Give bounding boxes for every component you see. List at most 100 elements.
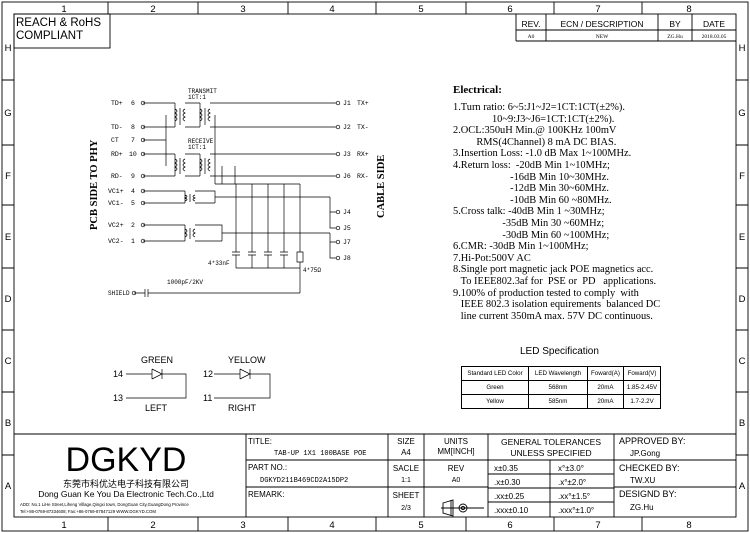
company-logo: DGKYD (66, 441, 187, 479)
spec-line: 7.Hi-Pot:500V AC (453, 252, 531, 264)
row-label: B (739, 418, 745, 429)
pcb-side-label: PCB SIDE TO PHY (89, 139, 100, 230)
spec-line: To IEEE802.3af for PSE or PD application… (453, 275, 657, 287)
led-green-pin-a: 14 (113, 369, 123, 379)
row-label: C (739, 356, 746, 367)
jack-pin: J5 (343, 225, 351, 232)
sheet-label: SHEET (393, 491, 420, 500)
receive-label: RECEIVE (188, 138, 214, 145)
jack-pin: J8 (343, 255, 351, 262)
part-label: PART NO.: (248, 463, 287, 472)
spec-line: 10~9:J3~J6=1CT:1CT(±2%). (453, 113, 615, 125)
table-row: Yellow 585nm 20mA 1.7-2.2V (461, 394, 662, 409)
tol-0-ang: x°±3.0° (558, 464, 584, 473)
spec-line: RMS(4Channel) 8 mA DC BIAS. (453, 136, 617, 148)
col-label: 8 (686, 4, 691, 15)
jack-pin: J2 (343, 124, 351, 131)
jack-pin: J6 (343, 173, 351, 180)
company-contact: Tel:+86-0769-87334608; Fax:+86-0769-8784… (20, 509, 156, 514)
by-value: ZG.Hu (667, 34, 683, 40)
spec-line: 5.Cross talk: -40dB Min 1 ~30MHz; (453, 206, 605, 218)
led-spec-title: LED Specification (520, 346, 599, 357)
jack-pin: J3 (343, 151, 351, 158)
row-label: A (739, 481, 746, 492)
by-header: BY (669, 19, 681, 29)
spec-line: -35dB Min 30 ~60MHz; (453, 217, 605, 229)
pin-name: RD+ (111, 151, 123, 158)
col-label: 2 (150, 4, 155, 15)
row-label: H (5, 43, 12, 54)
approved-value: JP.Gong (630, 449, 660, 458)
led-yellow-label: YELLOW (228, 355, 266, 365)
row-label: C (5, 356, 12, 367)
electrical-title: Electrical: (453, 84, 502, 96)
led-yellow-pin-b: 11 (203, 393, 212, 403)
spec-line: 1.Turn ratio: 6~5:J1~J2=1CT:1CT(±2%). (453, 102, 625, 113)
rev-label: REV (448, 464, 465, 473)
pin-name: RD- (111, 173, 123, 180)
spec-line: IEEE 802.3 isolation equirements balance… (453, 299, 661, 311)
tol-3-lin: .xxx±0.10 (494, 506, 529, 515)
receive-ratio: 1CT:1 (188, 144, 206, 151)
pin-num: 6 (131, 100, 135, 107)
electrical-spec: Electrical: 1.Turn ratio: 6~5:J1~J2=1CT:… (453, 84, 743, 322)
jack-sig: TX- (357, 124, 369, 131)
pin-num: 7 (131, 137, 135, 144)
approved-label: APPROVED BY: (619, 436, 686, 446)
pin-name: VC2+ (108, 222, 124, 229)
table-header: Foward(V) (622, 366, 662, 381)
spec-line: 6.CMR: -30dB Min 1~100MHz; (453, 241, 589, 253)
spec-line: line current 350mA max. 57V DC continuou… (453, 310, 653, 322)
size-label: SIZE (397, 437, 415, 446)
pin-num: 8 (131, 124, 135, 131)
table-header: Standard LED Color (461, 366, 529, 381)
led-spec-table: Standard LED Color LED Wavelength Foward… (461, 366, 662, 409)
table-cell: Green (461, 380, 529, 395)
table-cell: Yellow (461, 394, 529, 409)
col-label: 6 (507, 4, 512, 15)
company-name-cn: 东莞市科优达电子科技有限公司 (63, 478, 189, 489)
col-label: 5 (418, 4, 423, 15)
spec-line: -10dB Min 60 ~80MHz. (453, 194, 612, 206)
jack-sig: RX- (357, 173, 369, 180)
spec-line: 3.Insertion Loss: -1.0 dB Max 1~100MHz. (453, 148, 632, 160)
led-green-label: GREEN (141, 355, 173, 365)
sheet-value: 2/3 (401, 505, 411, 512)
row-label: G (738, 108, 745, 119)
row-label: F (5, 171, 11, 182)
row-label: H (739, 43, 746, 54)
res-right-label: 4*75Ω (303, 267, 321, 274)
pin-num: 4 (131, 188, 135, 195)
tol-2-lin: .xx±0.25 (494, 492, 525, 501)
date-header: DATE (703, 19, 725, 29)
cable-side-label: CABLE SIDE (376, 155, 387, 218)
title-label: TITLE: (248, 437, 272, 446)
table-header: Foward(A) (587, 366, 624, 381)
col-label: 5 (418, 520, 423, 531)
row-label: A (5, 481, 12, 492)
table-cell: 568nm (528, 380, 588, 395)
size-value: A4 (401, 448, 411, 457)
scale-value: 1:1 (401, 477, 411, 484)
row-label: G (4, 108, 11, 119)
scale-label: SACLE (393, 464, 419, 473)
company-name-en: Dong Guan Ke You Da Electronic Tech.Co.,… (38, 489, 214, 499)
table-cell: 20mA (587, 394, 624, 409)
transmit-ratio: 1CT:1 (188, 94, 206, 101)
col-label: 7 (595, 520, 600, 531)
spec-line: -16dB Min 10~30MHz. (453, 171, 609, 183)
pin-num: 1 (131, 238, 135, 245)
spec-line: 2.OCL:350uH Min.@ 100KHz 100mV (453, 125, 617, 137)
design-value: ZG.Hu (630, 503, 654, 512)
row-label: E (739, 232, 745, 243)
checked-label: CHECKED BY: (619, 463, 680, 473)
ecn-value: NEW (596, 34, 609, 40)
table-cell: 1.7-2.2V (622, 394, 662, 409)
jack-pin: J4 (343, 209, 351, 216)
rev-value: A0 (452, 477, 461, 484)
row-label: B (5, 418, 11, 429)
spec-line: -30dB Min 60 ~100MHz; (453, 229, 610, 241)
shield-label: SHIELD (108, 290, 130, 297)
col-label: 7 (595, 4, 600, 15)
